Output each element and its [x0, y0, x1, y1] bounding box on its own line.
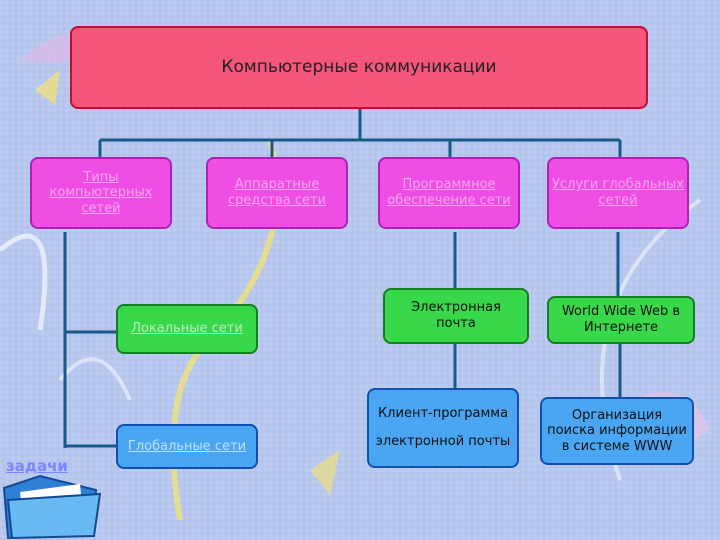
category-services[interactable]: Услуги глобальных сетей [547, 157, 689, 229]
category-label: Аппаратные средства сети [227, 177, 327, 208]
node-label: Электронная почта [411, 300, 501, 331]
node-global-networks[interactable]: Глобальные сети [116, 424, 258, 469]
task-link[interactable]: задачи [6, 457, 68, 475]
folder-icon[interactable] [0, 470, 110, 540]
connector-lines [63, 109, 622, 448]
node-web-search: Организация поиска информации в системе … [540, 397, 694, 465]
category-label: Типы компьютерных сетей [49, 169, 153, 216]
node-www: World Wide Web в Интернете [547, 296, 695, 344]
node-label: Глобальные сети [127, 438, 247, 454]
node-email: Электронная почта [383, 288, 529, 344]
node-label: Организация поиска информации в системе … [547, 407, 687, 454]
node-label-line1: Клиент-программа [377, 406, 509, 422]
node-local-networks[interactable]: Локальные сети [116, 304, 258, 354]
root-node: Компьютерные коммуникации [70, 26, 648, 109]
node-label-line2: электронной почты [375, 434, 511, 449]
node-email-client: Клиент-программа электронной почты [367, 388, 519, 468]
category-network-types[interactable]: Типы компьютерных сетей [30, 157, 172, 229]
category-hardware[interactable]: Аппаратные средства сети [206, 157, 348, 229]
category-label: Программное обеспечение сети [387, 177, 511, 208]
category-software[interactable]: Программное обеспечение сети [378, 157, 520, 229]
category-label: Услуги глобальных сетей [552, 177, 684, 208]
node-label: World Wide Web в Интернете [561, 304, 681, 335]
node-label: Локальные сети [131, 321, 243, 337]
root-label: Компьютерные коммуникации [221, 57, 497, 78]
